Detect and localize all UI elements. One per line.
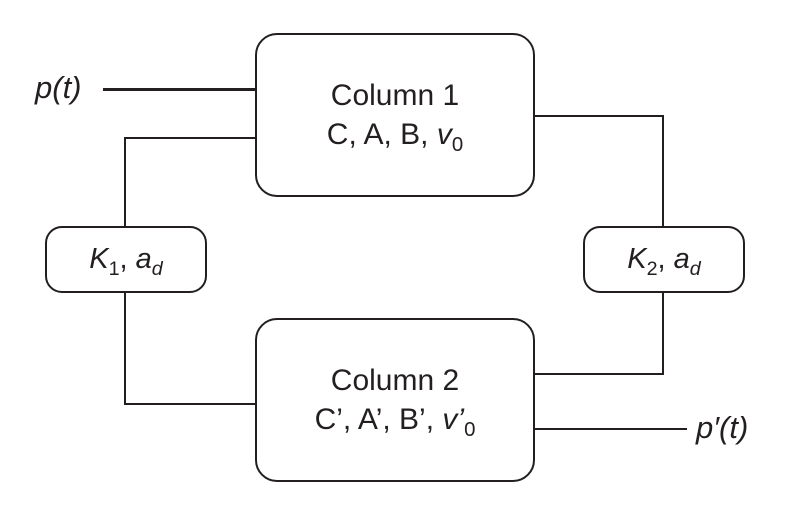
k1-parameters: K1, ad bbox=[89, 243, 163, 279]
column1-to-k2-vertical-line bbox=[662, 115, 664, 226]
column2-params-subscript: 0 bbox=[464, 419, 476, 441]
column1-params-subscript: 0 bbox=[451, 134, 464, 156]
k1-subscript-1: 1 bbox=[108, 257, 120, 280]
column1-parameters: C, A, B, v0 bbox=[326, 115, 464, 156]
output-connector-line bbox=[535, 428, 687, 430]
k2-subscript-2: d bbox=[689, 257, 701, 280]
k2-to-column2-horizontal-line bbox=[535, 373, 664, 375]
column1-title: Column 1 bbox=[330, 79, 460, 112]
k1-separator: , bbox=[119, 243, 136, 275]
output-signal-label: p′(t) bbox=[696, 410, 749, 445]
column1-to-k1-vertical-line bbox=[124, 137, 126, 226]
column2-params-variable: v’ bbox=[442, 403, 465, 436]
k1-node: K1, ad bbox=[45, 226, 207, 293]
k2-subscript-1: 2 bbox=[646, 257, 658, 280]
k2-node: K2, ad bbox=[583, 226, 745, 293]
k2-variable-1: K bbox=[627, 243, 647, 275]
k2-variable-2: a bbox=[673, 243, 690, 275]
k1-variable-2: a bbox=[135, 243, 152, 275]
k1-to-column2-horizontal-line bbox=[124, 403, 255, 405]
column1-node: Column 1 C, A, B, v0 bbox=[255, 33, 535, 197]
column1-to-k2-horizontal-line bbox=[535, 115, 664, 117]
k2-to-column2-vertical-line bbox=[662, 292, 664, 375]
column2-params-text: C’, A’, B’, bbox=[314, 403, 443, 436]
column2-node: Column 2 C’, A’, B’, v’0 bbox=[255, 318, 535, 482]
column2-parameters: C’, A’, B’, v’0 bbox=[314, 400, 476, 441]
input-connector-line bbox=[103, 88, 255, 91]
k1-variable-1: K bbox=[89, 243, 109, 275]
column1-params-text: C, A, B, bbox=[326, 118, 437, 151]
k2-separator: , bbox=[657, 243, 674, 275]
column2-title: Column 2 bbox=[330, 364, 460, 397]
k1-subscript-2: d bbox=[151, 257, 163, 280]
column1-params-variable: v bbox=[436, 118, 452, 151]
k2-parameters: K2, ad bbox=[627, 243, 701, 279]
k1-to-column2-vertical-line bbox=[124, 293, 126, 405]
column1-to-k1-horizontal-line bbox=[124, 137, 255, 139]
input-signal-label: p(t) bbox=[35, 70, 82, 105]
